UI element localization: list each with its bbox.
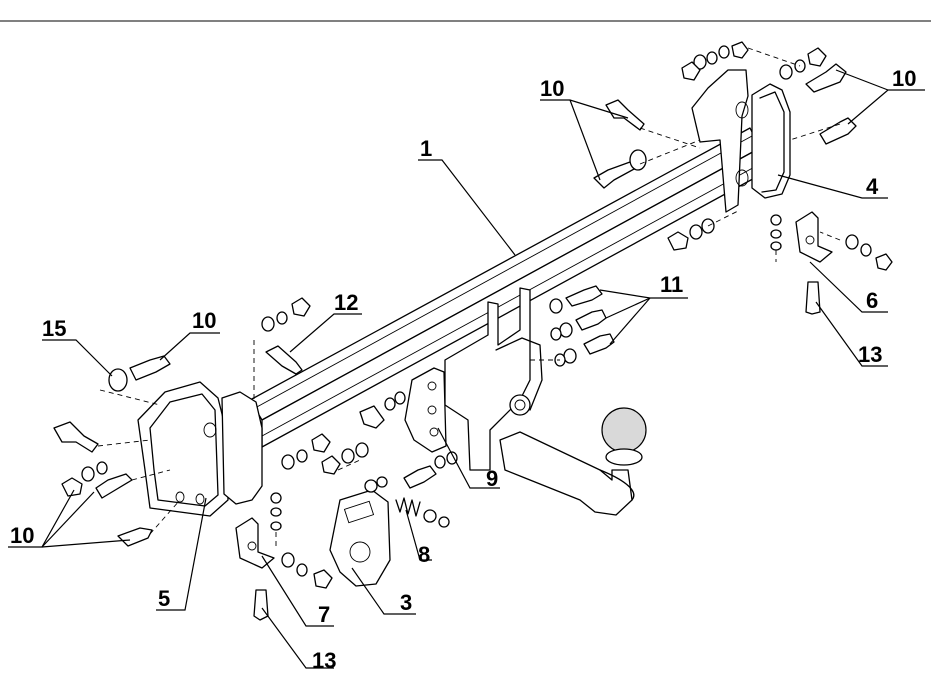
spring bbox=[395, 497, 450, 528]
label-part-3: 3 bbox=[400, 590, 412, 615]
mounting-plate bbox=[404, 367, 447, 453]
left-bracket bbox=[137, 381, 263, 517]
center-hitch-bracket bbox=[444, 287, 543, 471]
label-part-10-left: 10 bbox=[192, 308, 216, 333]
angle-bracket-right bbox=[795, 211, 833, 263]
label-part-7: 7 bbox=[318, 602, 330, 627]
label-part-13-bottom: 13 bbox=[312, 648, 336, 673]
label-part-1: 1 bbox=[420, 136, 432, 161]
right-bracket bbox=[691, 69, 791, 213]
label-part-10-bottom: 10 bbox=[10, 523, 34, 548]
fasteners bbox=[53, 41, 893, 621]
label-part-9: 9 bbox=[486, 466, 498, 491]
main-crossbar bbox=[249, 127, 761, 470]
assembly-guides bbox=[97, 47, 841, 548]
label-part-5: 5 bbox=[158, 586, 170, 611]
label-part-10-top: 10 bbox=[540, 76, 564, 101]
label-part-8: 8 bbox=[418, 542, 430, 567]
tow-ball bbox=[499, 407, 647, 516]
label-part-15: 15 bbox=[42, 316, 66, 341]
label-part-13-right: 13 bbox=[858, 342, 882, 367]
angle-bracket-left bbox=[235, 517, 275, 569]
label-part-12: 12 bbox=[334, 290, 358, 315]
label-part-11: 11 bbox=[660, 272, 683, 297]
leader-lines bbox=[8, 69, 925, 669]
label-part-10-right: 10 bbox=[892, 66, 916, 91]
socket-plate bbox=[329, 476, 391, 587]
callout-labels: 1 10 10 4 6 13 11 12 10 15 10 5 7 3 8 9 … bbox=[10, 66, 916, 673]
label-part-6: 6 bbox=[866, 288, 878, 313]
label-part-4: 4 bbox=[866, 174, 879, 199]
